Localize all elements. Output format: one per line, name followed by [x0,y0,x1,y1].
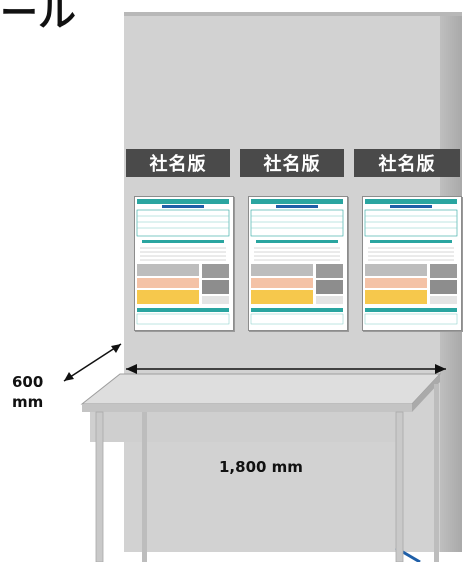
poster-detail-1 [136,199,230,325]
depth-arrowhead-bottom [64,372,74,381]
company-name-label-2: 社名版 [240,149,344,177]
depth-dimension-label: 600 mm [12,372,43,412]
width-arrowhead-left [126,364,137,374]
table-leg-back-right [434,384,439,562]
poster-detail-2 [250,198,344,325]
depth-arrowhead-top [111,344,121,353]
booth-panel-top [124,12,462,16]
depth-arrow-line [63,343,122,382]
poster-detail-3 [364,198,458,325]
company-name-label-1: 社名版 [126,149,230,177]
table-leg-back-left [142,412,147,562]
depth-dimension-value: 600 [12,373,44,391]
table-leg-front-right [395,411,404,562]
table-front-edge [82,404,412,412]
table-leg-front-left [95,411,104,562]
width-arrowhead-right [435,364,446,374]
depth-dimension-unit: mm [12,393,44,411]
width-dimension-label: 1,800 mm [219,458,303,476]
table-side-edge [412,374,440,412]
company-name-label-3: 社名版 [354,149,460,177]
page-title-fragment: ール [0,0,77,35]
